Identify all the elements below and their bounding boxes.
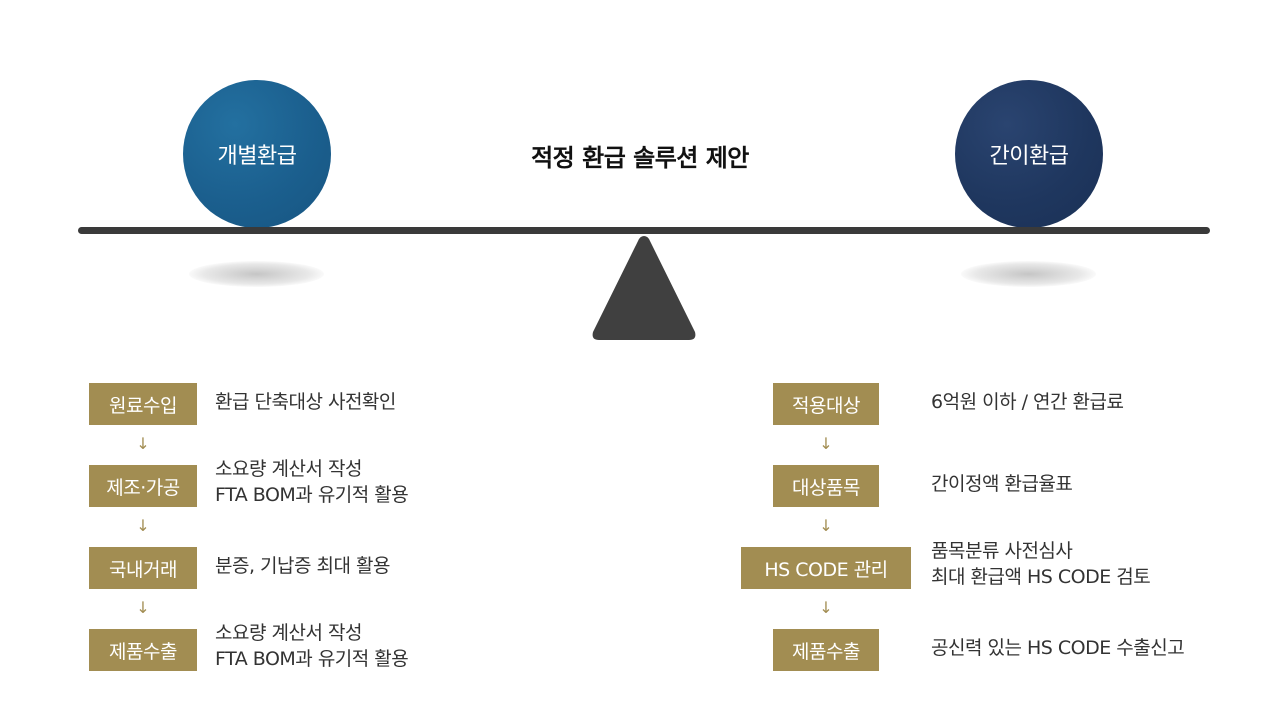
- left-circle-shadow: [189, 261, 324, 287]
- desc-line: 품목분류 사전심사: [931, 540, 1073, 562]
- step-description: 환급 단축대상 사전확인: [215, 389, 396, 415]
- step-description: 6억원 이하 / 연간 환급료: [931, 389, 1124, 415]
- desc-line: 소요량 계산서 작성: [215, 622, 362, 644]
- individual-refund-circle: 개별환급: [183, 80, 331, 228]
- step-description: 공신력 있는 HS CODE 수출신고: [931, 635, 1185, 661]
- down-arrow-icon: ↓: [819, 434, 833, 453]
- simplified-refund-circle: 간이환급: [955, 80, 1103, 228]
- down-arrow-icon: ↓: [819, 598, 833, 617]
- desc-line: 간이정액 환급율표: [931, 473, 1073, 495]
- step-box: 제품수출: [89, 629, 197, 671]
- step-box: 적용대상: [773, 383, 879, 425]
- step-description: 간이정액 환급율표: [931, 471, 1073, 497]
- right-circle-shadow: [961, 261, 1096, 287]
- step-box: 제조·가공: [89, 465, 197, 507]
- down-arrow-icon: ↓: [136, 598, 150, 617]
- down-arrow-icon: ↓: [136, 516, 150, 535]
- desc-line: FTA BOM과 유기적 활용: [215, 484, 409, 506]
- desc-line: 6억원 이하 / 연간 환급료: [931, 391, 1124, 413]
- step-description: 품목분류 사전심사 최대 환급액 HS CODE 검토: [931, 538, 1151, 590]
- individual-refund-label: 개별환급: [217, 144, 297, 169]
- step-box: 국내거래: [89, 547, 197, 589]
- diagram-title: 적정 환급 솔루션 제안: [531, 144, 749, 172]
- step-box: 제품수출: [773, 629, 879, 671]
- step-description: 소요량 계산서 작성 FTA BOM과 유기적 활용: [215, 456, 409, 508]
- down-arrow-icon: ↓: [819, 516, 833, 535]
- step-description: 소요량 계산서 작성 FTA BOM과 유기적 활용: [215, 620, 409, 672]
- desc-line: 최대 환급액 HS CODE 검토: [931, 566, 1151, 588]
- desc-line: 분증, 기납증 최대 활용: [215, 555, 390, 577]
- desc-line: FTA BOM과 유기적 활용: [215, 648, 409, 670]
- step-description: 분증, 기납증 최대 활용: [215, 553, 390, 579]
- step-box: HS CODE 관리: [741, 547, 911, 589]
- simplified-refund-label: 간이환급: [989, 144, 1069, 169]
- desc-line: 공신력 있는 HS CODE 수출신고: [931, 637, 1185, 659]
- step-box: 원료수입: [89, 383, 197, 425]
- scale-fulcrum: [592, 236, 696, 340]
- desc-line: 환급 단축대상 사전확인: [215, 391, 396, 413]
- step-box: 대상품목: [773, 465, 879, 507]
- down-arrow-icon: ↓: [136, 434, 150, 453]
- desc-line: 소요량 계산서 작성: [215, 458, 362, 480]
- scale-beam: [78, 227, 1210, 234]
